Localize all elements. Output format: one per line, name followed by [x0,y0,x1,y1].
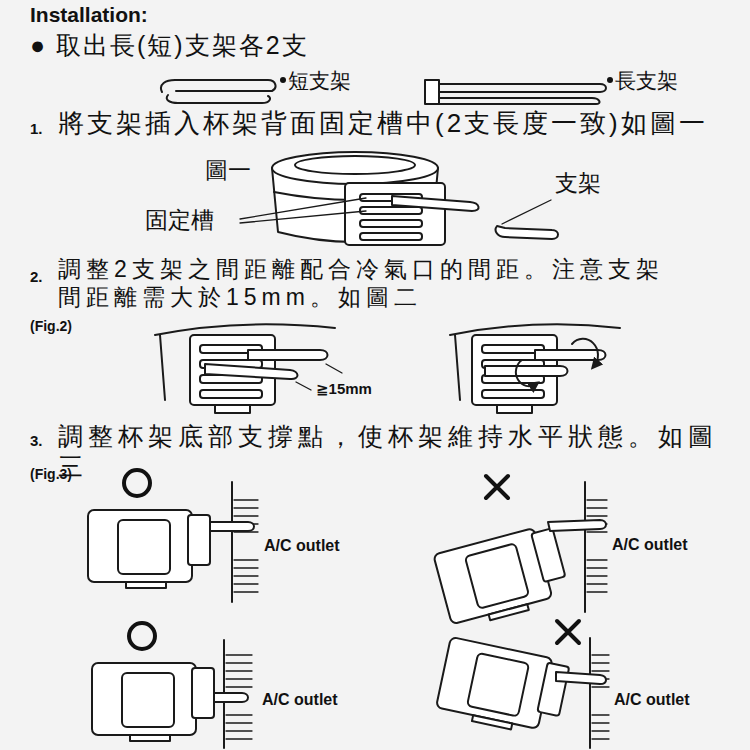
vent-wall [584,482,586,612]
step-text: 調整杯架底部支撐點，使杯架維持水平狀態。如圖三 [58,421,743,481]
cup-holder [435,637,571,739]
cup-inner-rim [295,156,415,174]
cup-holder [88,510,210,588]
cup-rim [272,152,438,184]
bracket [485,366,568,376]
leader-line [240,198,366,223]
cup-rim [155,324,335,335]
fixing-slot [360,220,422,227]
cup-holder [92,663,214,741]
short-bracket [167,95,270,103]
rotation-arrow [516,360,536,386]
cup-side [455,335,460,400]
cup-holder [433,523,571,630]
step-note: ● 取出長(短)支架各2支 [30,30,309,60]
step-text: 將支架插入杯架背面固定槽中(2支長度一致)如圖一 [58,108,738,139]
vent-slats [592,655,609,739]
bullet-dot [607,77,613,83]
step-number: 1. [30,120,43,138]
fixing-slot [360,207,422,214]
inserted-bracket [392,196,479,211]
part-name: A/C outlet [262,690,338,709]
step-number: 2. [30,268,43,286]
long-bracket [425,80,439,104]
bracket [556,672,606,684]
leader-line [502,200,551,224]
bullet-dot [280,77,286,83]
back-plate [345,183,445,245]
step-text: 調整2支架之間距離配合冷氣口的間距。注意支架間距離需大於15mm。如圖二 [58,256,678,311]
bracket [535,350,606,360]
long-bracket [439,84,606,104]
vent-wall [589,638,591,748]
part-name: 短支架 [288,68,351,93]
part-name: 固定槽 [145,207,214,235]
step-number: 3. [30,432,43,450]
dimension: ≧15mm [316,380,372,398]
vent-slats [234,500,258,592]
bracket [214,693,248,702]
rotation-arrow [572,339,598,366]
part-name: 長支架 [615,68,678,93]
wrong-mark [557,621,579,643]
vent-slats [587,500,607,592]
fixing-slot [360,233,422,240]
fixing-slot [200,390,262,398]
part-name: A/C outlet [614,690,690,709]
bracket [205,364,298,379]
part-name: A/C outlet [264,536,340,555]
support-tab [497,405,532,413]
bracket [248,350,328,360]
loose-bracket [496,226,558,239]
figure-name: (Fig.2) [30,318,72,335]
wrong-mark [486,476,508,498]
bracket [210,522,254,531]
bracket [548,520,606,531]
support-tab [215,405,250,413]
cup-rim [450,324,620,335]
part-name: A/C outlet [612,535,688,554]
fixing-slot [482,390,544,398]
figure-name: 圖一 [205,157,251,185]
page-title: Installation: [30,2,148,27]
vent-wall [231,482,233,602]
correct-mark [124,470,150,496]
correct-mark [129,623,155,649]
short-bracket [161,80,276,92]
part-name: 支架 [555,170,601,198]
cup-side [160,335,165,400]
figure-name: (Fig.3) [30,466,72,483]
